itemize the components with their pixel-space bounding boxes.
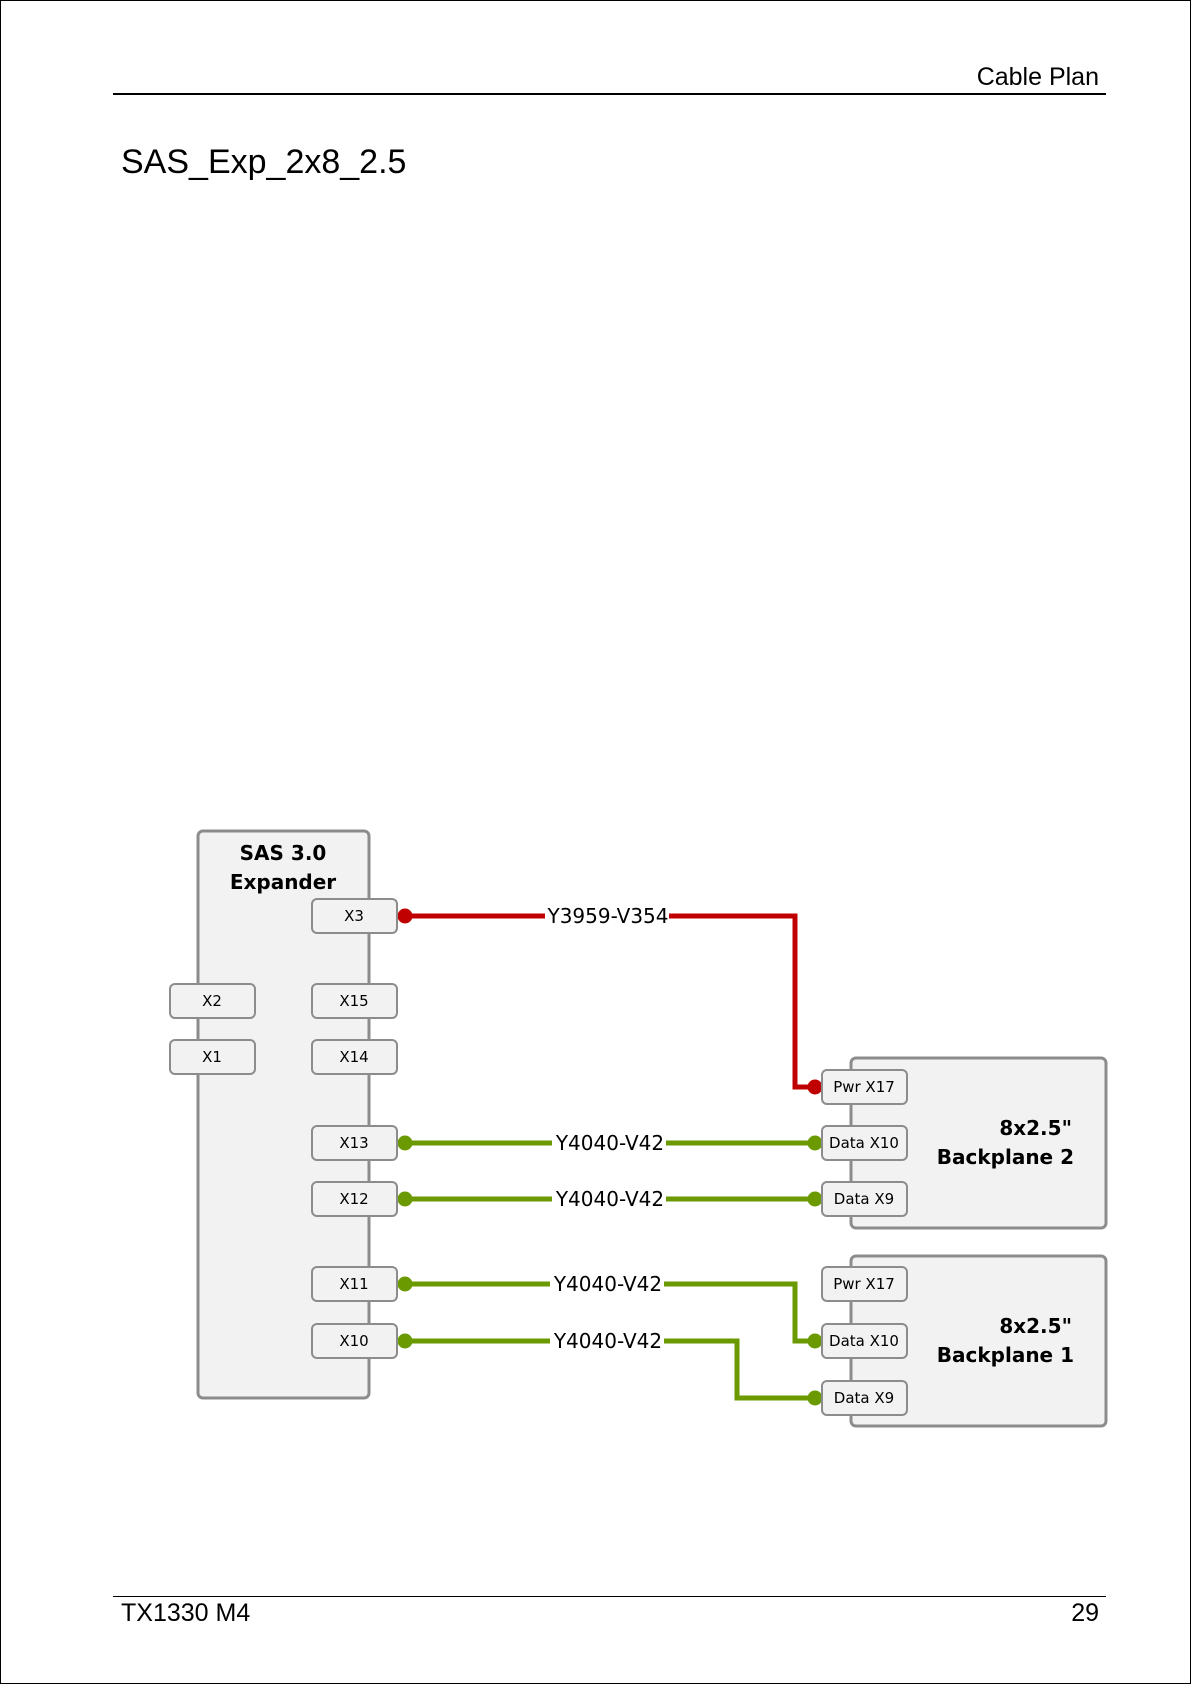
cable-label-x12: Y4040-V42 xyxy=(555,1187,664,1211)
cable-dot xyxy=(398,1277,413,1292)
cable-label-x11: Y4040-V42 xyxy=(553,1272,662,1296)
expander-title-line2: Expander xyxy=(230,870,336,894)
backplane1-title-line1: 8x2.5" xyxy=(999,1314,1072,1338)
bp1-connector-data-x10-label: Data X10 xyxy=(829,1332,899,1350)
connector-x15-label: X15 xyxy=(339,992,368,1010)
footer-page-number: 29 xyxy=(1071,1599,1099,1628)
connector-x11-label: X11 xyxy=(339,1275,368,1293)
cable-dot xyxy=(808,1334,823,1349)
backplane2-title-line1: 8x2.5" xyxy=(999,1116,1072,1140)
cable-dot xyxy=(808,1192,823,1207)
cable-dot xyxy=(808,1080,823,1095)
backplane1-title-line2: Backplane 1 xyxy=(937,1343,1074,1367)
cable-dot xyxy=(398,1192,413,1207)
bp1-connector-pwr-x17-label: Pwr X17 xyxy=(833,1275,895,1293)
connector-x13-label: X13 xyxy=(339,1134,368,1152)
connector-x3-label: X3 xyxy=(344,907,364,925)
connector-x1-label: X1 xyxy=(202,1048,222,1066)
footer-rule xyxy=(113,1596,1106,1597)
cable-x3-power-line xyxy=(405,916,815,1087)
bp2-connector-data-x9-label: Data X9 xyxy=(834,1190,894,1208)
backplane2-connectors: Pwr X17 Data X10 Data X9 xyxy=(822,1070,907,1216)
cable-dot xyxy=(808,1391,823,1406)
bp1-connector-data-x9-label: Data X9 xyxy=(834,1389,894,1407)
footer-model: TX1330 M4 xyxy=(121,1599,250,1628)
connector-x10-label: X10 xyxy=(339,1332,368,1350)
cable-dot xyxy=(398,909,413,924)
cable-label-x3: Y3959-V354 xyxy=(546,904,668,928)
cable-dot xyxy=(398,1136,413,1151)
bp2-connector-data-x10-label: Data X10 xyxy=(829,1134,899,1152)
backplane1-connectors: Pwr X17 Data X10 Data X9 xyxy=(822,1267,907,1415)
connector-x12-label: X12 xyxy=(339,1190,368,1208)
cable-dot xyxy=(398,1334,413,1349)
cable-label-x13: Y4040-V42 xyxy=(555,1131,664,1155)
cable-label-x10: Y4040-V42 xyxy=(553,1329,662,1353)
expander-title-line1: SAS 3.0 xyxy=(240,841,327,865)
connector-x14-label: X14 xyxy=(339,1048,368,1066)
bp2-connector-pwr-x17-label: Pwr X17 xyxy=(833,1078,895,1096)
connector-x2-label: X2 xyxy=(202,992,222,1010)
backplane2-title-line2: Backplane 2 xyxy=(937,1145,1074,1169)
cable-dot xyxy=(808,1136,823,1151)
